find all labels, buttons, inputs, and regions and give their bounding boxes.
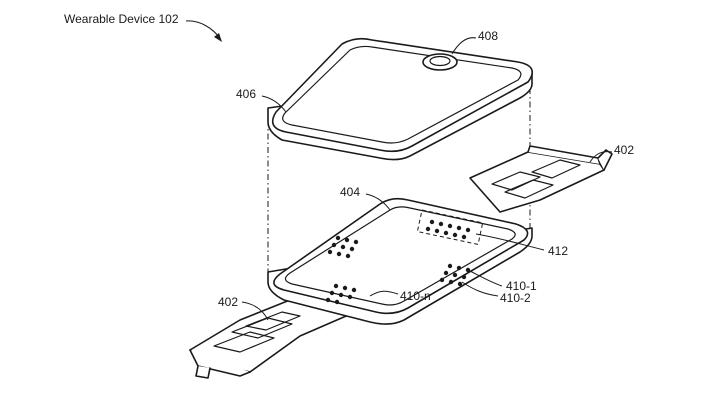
label-412: 412 [548, 244, 568, 258]
leader-410-2 [461, 281, 499, 297]
label-402-top: 402 [614, 143, 634, 157]
label-406: 406 [236, 87, 256, 101]
sensor-group-box [416, 209, 484, 246]
sensor-cluster-412 [425, 219, 471, 240]
leader-406 [261, 95, 287, 113]
crown-button [422, 53, 458, 71]
title-arrow-line [185, 20, 221, 39]
band-lower [189, 297, 361, 379]
label-410-1: 410-1 [506, 279, 537, 293]
leader-410-1 [467, 269, 503, 287]
label-402-bottom: 402 [218, 295, 238, 309]
label-404: 404 [340, 185, 360, 199]
figure-title: Wearable Device 102 [64, 12, 179, 26]
label-408: 408 [478, 29, 498, 43]
leader-408 [451, 37, 477, 55]
device-cover [267, 37, 534, 161]
sensor-cluster-left [327, 235, 359, 259]
label-410-2: 410-2 [500, 291, 531, 305]
leader-404 [365, 193, 391, 211]
title-arrow-head [214, 33, 222, 42]
sensor-cluster-410-n [325, 283, 357, 305]
device-body [267, 197, 533, 325]
band-upper [469, 145, 613, 213]
leader-410-n [369, 290, 399, 297]
leader-412 [475, 233, 545, 251]
leader-402-bottom [241, 301, 269, 321]
leader-402-top [589, 151, 613, 163]
label-410-n: 410-n [400, 289, 431, 303]
